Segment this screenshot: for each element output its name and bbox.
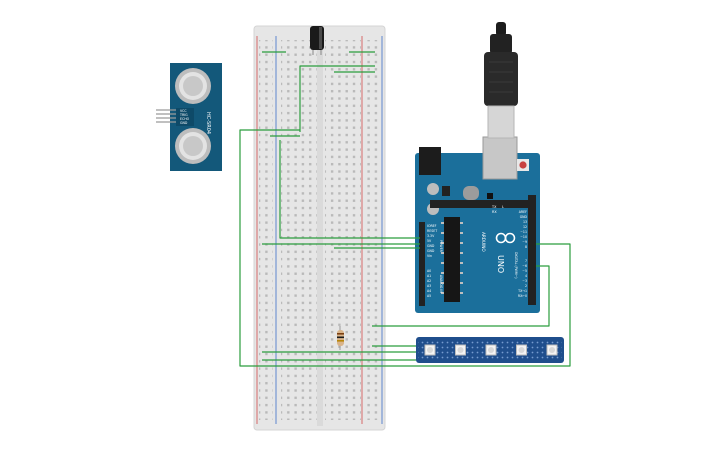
- digital-pin-label: GND: [520, 215, 528, 219]
- capacitor[interactable]: [310, 26, 324, 55]
- usb-cable[interactable]: [484, 22, 518, 139]
- analog-pin-label: A4: [427, 289, 431, 293]
- arduino-brand-label: ARDUINO: [481, 232, 486, 252]
- analog-pin-label: A0: [427, 269, 431, 273]
- digital-pin-label: AREF: [519, 210, 527, 214]
- transducer-bottom: [183, 136, 203, 156]
- power-rail-left: [259, 40, 273, 420]
- digital-pin-label: 13: [523, 220, 527, 224]
- terminal-strip-right: [325, 40, 361, 420]
- analog-pin-label: A3: [427, 284, 431, 288]
- power-pin-label: 3.3V: [427, 234, 435, 238]
- crystal-oscillator: [463, 186, 479, 200]
- digital-pin-label: ~6: [522, 264, 527, 268]
- wire: [372, 265, 550, 327]
- wire: [279, 140, 420, 239]
- digital-pin-label: 2: [525, 284, 527, 288]
- reset-button[interactable]: [519, 161, 527, 169]
- digital-pin-label: ~5: [522, 269, 527, 273]
- power-header-label: POWER: [439, 240, 443, 253]
- analog-pin-label: A5: [427, 294, 431, 298]
- digital-pin-label: 7: [525, 259, 527, 263]
- ultrasonic-sensor[interactable]: VCC TRIG ECHO GND HC-SR04: [156, 63, 222, 171]
- terminal-strip-left: [281, 40, 317, 420]
- power-jack: [419, 147, 441, 175]
- tx-label: TX: [491, 205, 497, 209]
- breadboard[interactable]: [253, 25, 386, 431]
- sensor-pins: [156, 109, 176, 123]
- analog-header-label: ANALOG IN: [439, 275, 443, 293]
- sensor-pin-label: VCC: [180, 109, 187, 113]
- center-channel: [317, 30, 323, 426]
- transducer-top: [183, 76, 203, 96]
- arduino-uno[interactable]: ARDUINO UNO TX RX L IOREF RESET 3.3V 5V …: [415, 136, 540, 313]
- neopixel-strip[interactable]: [416, 337, 564, 363]
- digital-pin-label: ~9: [522, 240, 527, 244]
- board-capacitor: [427, 183, 439, 195]
- digital-pin-label: ~10: [520, 235, 527, 239]
- atmega-chip: [444, 217, 460, 302]
- digital-pin-label: 4: [525, 274, 527, 278]
- arduino-model-label: UNO: [496, 255, 505, 273]
- resistor[interactable]: [337, 326, 344, 350]
- digital-pin-label: 12: [523, 225, 527, 229]
- digital-pin-label: 8: [525, 245, 527, 249]
- power-rail-right: [365, 40, 379, 420]
- digital-header-label: DIGITAL (PWM~): [514, 252, 518, 278]
- analog-pin-label: A1: [427, 274, 431, 278]
- power-pin-label: RESET: [427, 229, 437, 233]
- l-label: L: [502, 205, 504, 209]
- sensor-model-label: HC-SR04: [205, 112, 211, 134]
- neopixel-led-lens: [549, 347, 555, 353]
- digital-pin-label: ~3: [522, 279, 527, 283]
- analog-pin-label: A2: [427, 279, 431, 283]
- wires: [239, 51, 571, 367]
- power-pin-label: GND: [427, 244, 435, 248]
- rx-label: RX: [492, 210, 497, 214]
- neopixel-led-lens: [427, 347, 433, 353]
- power-analog-header: [419, 222, 425, 306]
- power-pin-label: IOREF: [427, 224, 437, 228]
- digital-pin-label: RX←0: [518, 294, 527, 298]
- digital-header-top: [430, 200, 532, 208]
- sensor-pin-label: TRIG: [179, 113, 188, 117]
- neopixel-led-lens: [518, 347, 525, 353]
- wire: [239, 129, 571, 367]
- wire: [299, 65, 375, 132]
- digital-pin-label: ~11: [520, 230, 527, 234]
- arduino-logo-icon: [495, 232, 516, 244]
- digital-header: [528, 195, 536, 305]
- usb-connector: [482, 136, 518, 180]
- digital-pin-label: TX→1: [517, 289, 527, 293]
- power-pin-label: GND: [427, 249, 435, 253]
- neopixel-led-lens: [457, 347, 464, 353]
- power-pin-label: Vin: [427, 254, 432, 258]
- neopixel-led-lens: [488, 347, 494, 353]
- sensor-pin-label: GND: [180, 121, 188, 125]
- power-pin-label: 5V: [427, 239, 432, 243]
- sensor-pin-label: ECHO: [180, 117, 190, 121]
